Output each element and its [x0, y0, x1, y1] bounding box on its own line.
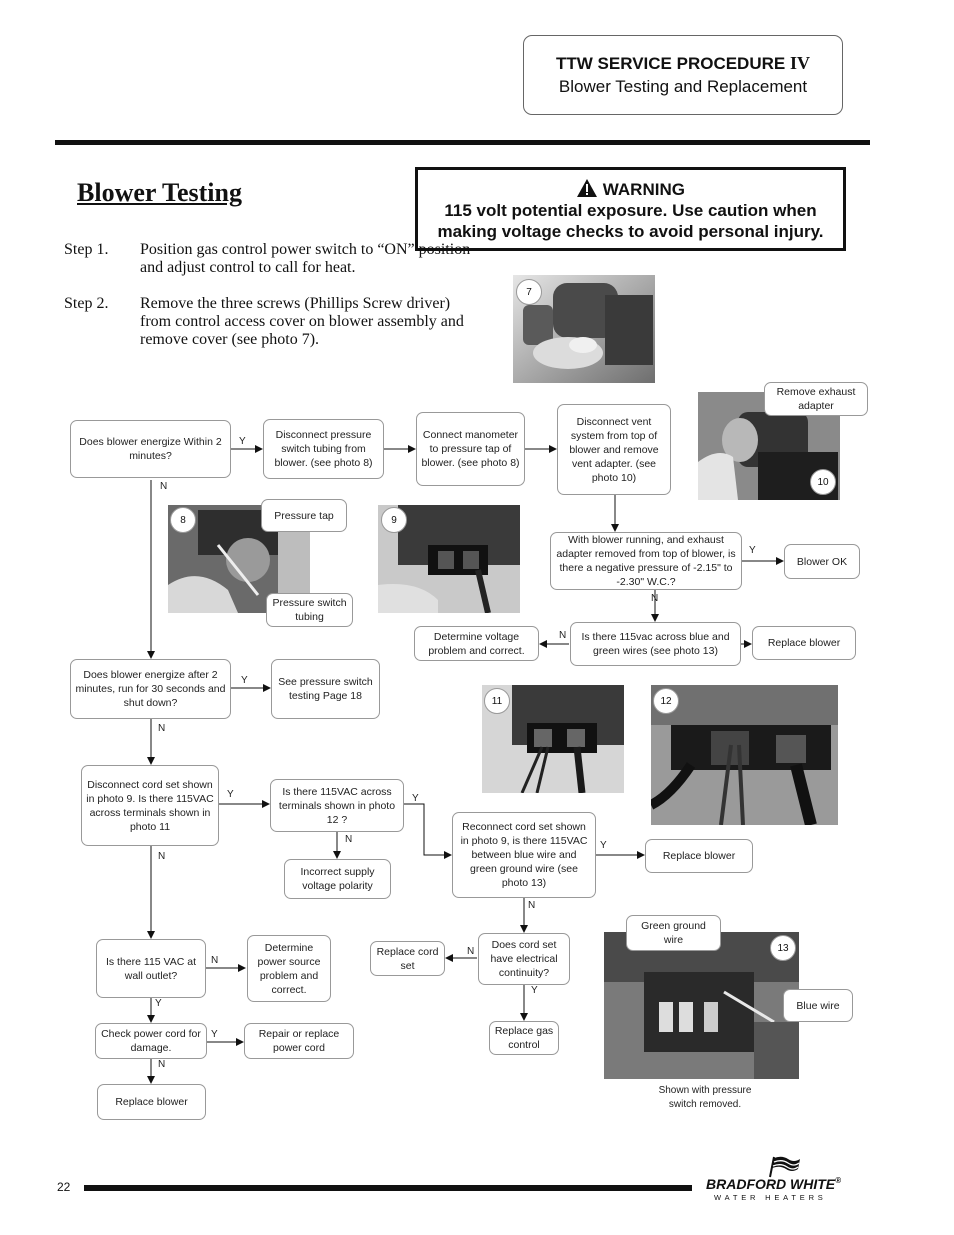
page-number: 22: [57, 1180, 70, 1194]
action-repair-cord: Repair or replace power cord: [244, 1023, 354, 1059]
action-replace-blower-2: Replace blower: [645, 839, 753, 873]
callout-pressure-tap: Pressure tap: [261, 499, 347, 532]
photo-12-image: [651, 685, 838, 825]
action-replace-blower-3: Replace blower: [97, 1084, 206, 1120]
yes-label: Y: [155, 998, 162, 1009]
no-label: N: [160, 481, 167, 492]
photo-13-number: 13: [770, 935, 796, 961]
action-replace-cord-set: Replace cord set: [370, 941, 445, 976]
question-disconnect-cord: Disconnect cord set shown in photo 9. Is…: [81, 765, 219, 846]
question-negative-pressure: With blower running, and exhaust adapter…: [550, 532, 742, 590]
photo-7-number: 7: [516, 279, 542, 305]
result-blower-ok: Blower OK: [784, 544, 860, 579]
question-115-photo-12: Is there 115VAC across terminals shown i…: [270, 779, 404, 832]
no-label: N: [467, 946, 474, 957]
yes-label: Y: [412, 793, 419, 804]
yes-label: Y: [211, 1029, 218, 1040]
action-replace-gas-control: Replace gas control: [489, 1021, 559, 1055]
photo-9-number: 9: [381, 507, 407, 533]
no-label: N: [559, 630, 566, 641]
step-disconnect-tubing: Disconnect pressure switch tubing from b…: [263, 419, 384, 479]
yes-label: Y: [749, 545, 756, 556]
action-see-pressure-switch: See pressure switch testing Page 18: [271, 659, 380, 719]
question-wall-outlet: Is there 115 VAC at wall outlet?: [96, 939, 206, 998]
step-disconnect-vent: Disconnect vent system from top of blowe…: [557, 404, 671, 495]
yes-label: Y: [227, 789, 234, 800]
brand-name-text: BRADFORD WHITE: [706, 1176, 835, 1192]
photo-13-image: [604, 932, 799, 1079]
photo-12-number: 12: [653, 688, 679, 714]
yes-label: Y: [531, 985, 538, 996]
callout-green-ground-wire: Green ground wire: [626, 915, 721, 951]
step-connect-manometer: Connect manometer to pressure tap of blo…: [416, 412, 525, 486]
question-continuity: Does cord set have electrical continuity…: [478, 933, 570, 985]
question-reconnect-cord: Reconnect cord set shown in photo 9, is …: [452, 812, 596, 898]
brand-subtitle: WATER HEATERS: [714, 1193, 827, 1202]
brand-name: BRADFORD WHITE®: [706, 1176, 841, 1192]
question-energize-after-2-min: Does blower energize after 2 minutes, ru…: [70, 659, 231, 719]
yes-label: Y: [239, 436, 246, 447]
photo-13-caption: Shown with pressure switch removed.: [647, 1084, 763, 1112]
photo-12: [651, 685, 838, 825]
brand-logo: BRADFORD WHITE® WATER HEATERS: [700, 1155, 865, 1205]
yes-label: Y: [241, 675, 248, 686]
no-label: N: [158, 851, 165, 862]
no-label: N: [345, 834, 352, 845]
yes-label: Y: [600, 840, 607, 851]
photo-13: [604, 932, 799, 1079]
no-label: N: [651, 593, 658, 604]
callout-blue-wire: Blue wire: [783, 989, 853, 1022]
photo-8-number: 8: [170, 507, 196, 533]
no-label: N: [158, 1059, 165, 1070]
photo-11-number: 11: [484, 688, 510, 714]
action-determine-power: Determine power source problem and corre…: [247, 935, 331, 1002]
brand-registered: ®: [835, 1176, 841, 1185]
question-check-power-cord: Check power cord for damage.: [95, 1023, 207, 1059]
question-energize-2-min: Does blower energize Within 2 minutes?: [70, 420, 231, 478]
action-determine-voltage: Determine voltage problem and correct.: [414, 626, 539, 661]
question-115-blue-green: Is there 115vac across blue and green wi…: [570, 622, 741, 666]
no-label: N: [158, 723, 165, 734]
photo-10-number: 10: [810, 469, 836, 495]
footer-rule: [84, 1185, 692, 1191]
no-label: N: [211, 955, 218, 966]
callout-remove-exhaust: Remove exhaust adapter: [764, 382, 868, 416]
no-label: N: [528, 900, 535, 911]
result-incorrect-polarity: Incorrect supply voltage polarity: [284, 859, 391, 899]
callout-pressure-switch-tubing: Pressure switch tubing: [266, 593, 353, 627]
action-replace-blower-1: Replace blower: [752, 626, 856, 660]
